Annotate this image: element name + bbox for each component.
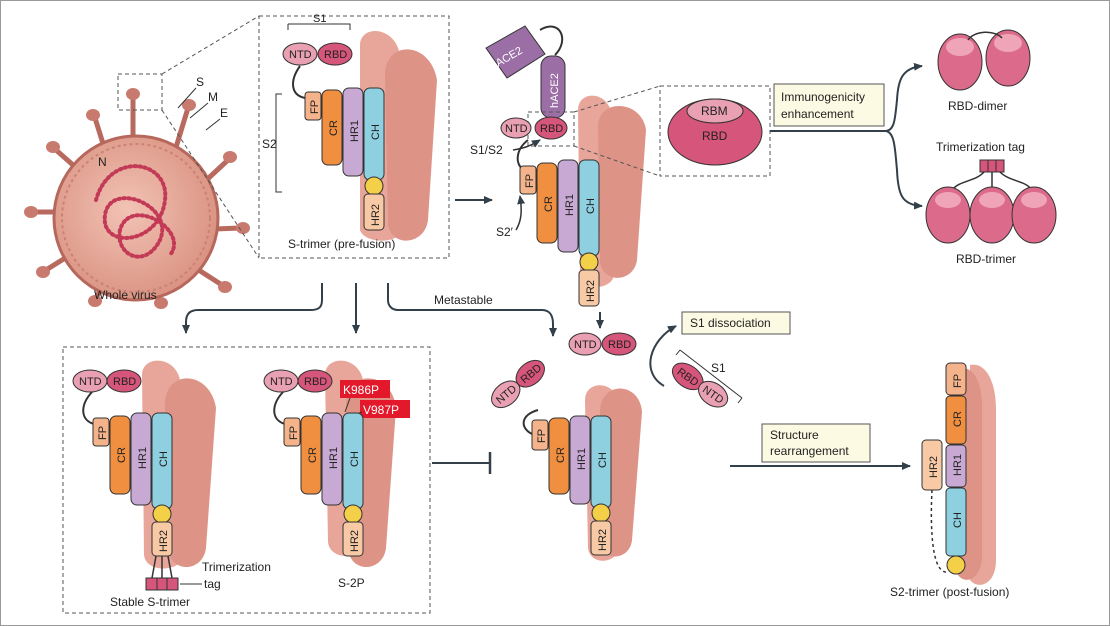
stable-hr2: HR2 (158, 530, 170, 552)
postfusion-trimer: FP CR HR1 CH HR2 S2-trimer (post-fusion) (890, 362, 1009, 599)
bound-fp: FP (524, 174, 536, 188)
hace2-bound-trimer: hACE2 hACE2 NTD RBD S1/S2 FP CR HR1 CH H… (470, 25, 661, 307)
bound-s1s2: S1/S2 (470, 143, 503, 157)
stable-tag-line2: tag (204, 577, 221, 591)
diss-rbd: RBD (608, 339, 631, 351)
hace2-b: hACE2 (549, 73, 561, 108)
virus-label-m: M (208, 90, 218, 104)
pre-s2-label: S2 (262, 137, 277, 151)
s2p-cr: CR (307, 447, 319, 463)
stable-caption: Stable S-trimer (110, 595, 190, 609)
metastable-label: Metastable (434, 293, 493, 307)
bound-hr2: HR2 (585, 280, 597, 302)
virus-spike-heads (24, 88, 250, 309)
stable-trimer: NTD RBD FP CR HR1 CH HR2 Trimerization t… (72, 360, 271, 609)
trimer-tag-label: Trimerization tag (936, 140, 1025, 154)
bound-ch: CH (585, 198, 597, 214)
pre-cr: CR (328, 120, 340, 136)
after-fp: FP (536, 429, 548, 443)
mutation-v987p (360, 400, 410, 418)
pre-hr2: HR2 (370, 204, 382, 226)
immuno-line2: enhancement (781, 107, 854, 121)
post-cr: CR (952, 411, 964, 427)
dissociated-s1: NTD RBD (568, 332, 637, 356)
diss-ntd: NTD (574, 339, 597, 351)
stable-ntd: NTD (79, 376, 102, 388)
rbd-trimer-label: RBD-trimer (956, 252, 1016, 266)
immuno-line1: Immunogenicity (781, 90, 865, 104)
virus-label-s: S (196, 75, 204, 89)
stable-rbd: RBD (113, 376, 136, 388)
post-ch: CH (952, 512, 964, 528)
prefusion-caption: S-trimer (pre-fusion) (288, 237, 395, 251)
trimerization-tag (145, 577, 179, 591)
s1-dissociation-label: S1 dissociation (690, 316, 771, 330)
structure-line1: Structure (770, 428, 819, 442)
after-hr1: HR1 (576, 448, 588, 470)
stable-hr1: HR1 (137, 447, 149, 469)
s2p-hr2: HR2 (349, 530, 361, 552)
free-s1-label: S1 (711, 361, 726, 375)
bound-ntd: NTD (505, 123, 528, 135)
rna-genome (94, 164, 176, 259)
bound-hr1: HR1 (564, 194, 576, 216)
rbd-detail: RBM RBD (659, 85, 771, 177)
post-fp: FP (952, 374, 964, 388)
post-hr1: HR1 (952, 454, 964, 476)
s2p-caption: S-2P (338, 576, 365, 590)
stable-tag-line1: Trimerization (202, 560, 271, 574)
after-ch: CH (597, 452, 609, 468)
stabilized-box (62, 346, 431, 614)
pre-rbd: RBD (324, 49, 347, 61)
s2p-fp: FP (288, 426, 300, 440)
rbd-dimer: RBD-dimer (937, 29, 1031, 113)
virus-label-e: E (220, 106, 228, 120)
stable-ch: CH (158, 451, 170, 467)
s2p-rbd: RBD (304, 376, 327, 388)
pre-ntd: NTD (289, 49, 312, 61)
mut2-label: V987P (363, 403, 399, 417)
stable-fp: FP (97, 426, 109, 440)
virus-caption: Whole virus (94, 288, 157, 302)
after-hr2: HR2 (597, 529, 609, 551)
pre-s1-label: S1 (313, 13, 326, 25)
prefusion-trimer: NTD RBD S1 FP CR HR1 CH HR2 S2 S-trimer … (258, 13, 450, 259)
s2p-ntd: NTD (270, 376, 293, 388)
immunogenicity-box: Immunogenicity enhancement (770, 62, 923, 210)
rbd-detail-rbd: RBD (702, 129, 728, 143)
rbd-detail-rbm: RBM (701, 104, 728, 118)
pre-fp: FP (309, 100, 321, 114)
stable-cr: CR (116, 447, 128, 463)
pre-ch: CH (370, 124, 382, 140)
structure-line2: rearrangement (770, 444, 849, 458)
s2p-trimer: NTD RBD K986P V987P FP CR HR1 CH HR2 S-2… (263, 360, 410, 590)
postfusion-caption: S2-trimer (post-fusion) (890, 585, 1009, 599)
structure-rearrangement: Structure rearrangement (730, 423, 911, 470)
mut1-label: K986P (343, 383, 379, 397)
post-hr2: HR2 (928, 456, 940, 478)
whole-virus: N S M E Whole virus (24, 15, 260, 309)
rbd-dimer-label: RBD-dimer (948, 99, 1007, 113)
flow-arrows: Metastable (182, 283, 604, 337)
after-cr: CR (555, 447, 567, 463)
bound-cr: CR (543, 196, 555, 212)
rbd-trimer: Trimerization tag RBD-trimer (925, 140, 1057, 266)
virus-zoom-box (117, 73, 163, 111)
bound-rbd: RBD (540, 123, 563, 135)
s2-after-shedding: NTD RBD FP CR HR1 CH HR2 (491, 359, 642, 561)
virus-label-n: N (98, 155, 107, 169)
prefusion-box (258, 15, 450, 259)
s1-dissociation: S1 dissociation RBD NTD S1 (649, 311, 791, 408)
s2p-hr1: HR1 (328, 447, 340, 469)
bound-s2prime: S2′ (496, 225, 514, 239)
mutation-k986p (340, 380, 390, 398)
s2p-ch: CH (349, 451, 361, 467)
pre-hr1: HR1 (349, 120, 361, 142)
